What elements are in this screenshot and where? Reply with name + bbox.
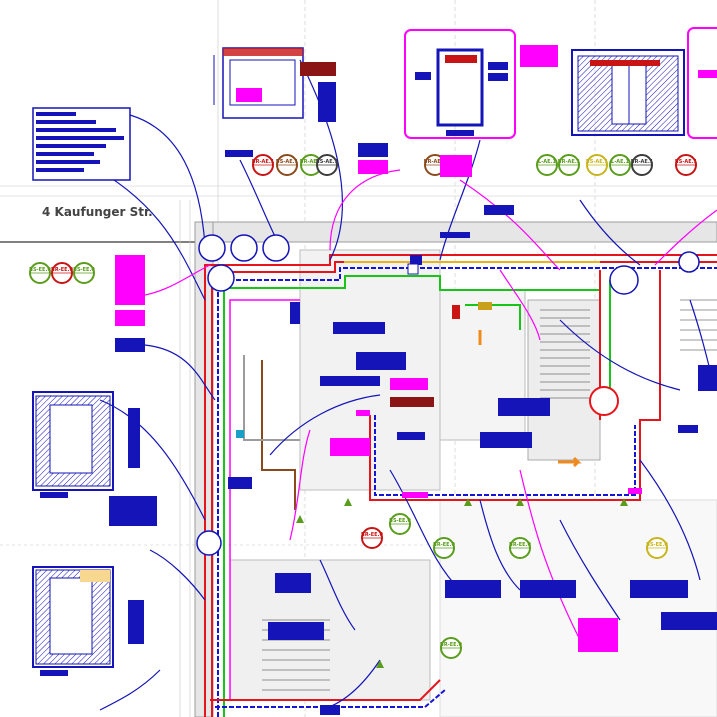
duct-circles <box>196 234 700 556</box>
circle-tag-code: L-AE.1 <box>611 159 629 165</box>
pipe-gray <box>243 355 300 441</box>
circle-tag: BS-EE.0 <box>73 262 95 284</box>
circle-tag: BS-AE.1 <box>586 154 609 176</box>
circle-tag-code: BS-EE.0 <box>73 267 95 273</box>
circle-tag: BR-EE.0 <box>361 527 383 549</box>
legend-block <box>32 107 131 181</box>
circle-tag-code: BR-EE.0 <box>440 642 462 648</box>
pipe-magenta <box>229 299 300 700</box>
circle-tag-code: BS-EE.0 <box>389 518 411 524</box>
circle-tag-code: BS-AE.1 <box>316 159 339 165</box>
circle-tag-code: BR-EE.0 <box>509 542 531 548</box>
circle-tag: BS-AE.1 <box>276 154 299 176</box>
circle-tag: BR-EE.0 <box>433 537 455 559</box>
pipe-blue-bottom <box>215 689 446 708</box>
circle-tag: BS-EE.0 <box>29 262 51 284</box>
fire-extinguisher-symbols <box>236 263 492 438</box>
circle-tag: BR-AE.1 <box>252 154 275 176</box>
circle-tag: BS-AE.1 <box>316 154 339 176</box>
circle-tag-code: BR-AE.1 <box>252 159 275 165</box>
leader-lines <box>79 59 711 711</box>
annotation-labels-blue <box>109 82 717 715</box>
annotation-label-brown <box>390 397 434 407</box>
circle-tag-code: BR-EE.0 <box>433 542 455 548</box>
circle-tag-code: L-AE.1 <box>538 159 556 165</box>
circle-tag-code: BR-AE.1 <box>300 159 323 165</box>
plant-symbols <box>296 498 628 668</box>
pipe-red-bottom <box>210 679 441 701</box>
circle-tag-code: BR-AE.1 <box>424 159 447 165</box>
orange-arrow-symbol <box>558 456 582 468</box>
detail-section-magenta-2 <box>687 27 717 139</box>
detail-section-door <box>571 49 685 136</box>
circle-tag-code: BR-EE.0 <box>361 532 383 538</box>
circle-tag-code: BS-EE.0 <box>29 267 51 273</box>
circle-tag-code: BR-AE.1 <box>631 159 654 165</box>
detail-section-left-1 <box>32 391 114 498</box>
detail-section-left-2 <box>32 566 114 676</box>
circle-tag: BS-AE.1 <box>675 154 698 176</box>
circle-tag: BR-AE.1 <box>631 154 654 176</box>
circle-tag-code: BS-AE.1 <box>586 159 609 165</box>
circle-tag: BS-EE.0 <box>389 513 411 535</box>
pipe-blue-room <box>374 415 636 496</box>
pipe-blue <box>217 267 717 717</box>
pipe-brown <box>261 360 296 510</box>
circle-tag: L-AE.1 <box>536 154 558 176</box>
circle-tag: BR-EE.0 <box>440 637 462 659</box>
detail-section-top-center <box>213 47 336 157</box>
pipe-red <box>204 254 717 717</box>
circle-tag: BS-EE.0 <box>646 537 668 559</box>
circle-tag-code: BS-AE.1 <box>675 159 698 165</box>
circle-tag: L-AE.1 <box>609 154 631 176</box>
circle-tag: BR-EE.0 <box>509 537 531 559</box>
circle-tag: BR-AE.1 <box>558 154 581 176</box>
circle-tag: BR-EE.0 <box>51 262 73 284</box>
circle-tag-code: BR-AE.1 <box>558 159 581 165</box>
circle-tag-code: BR-EE.0 <box>51 267 73 273</box>
circle-tag-code: BS-AE.1 <box>276 159 299 165</box>
annotation-labels-magenta <box>115 45 717 652</box>
street-label: 4 Kaufunger Str. <box>42 205 153 219</box>
circle-tag-code: BS-EE.0 <box>646 542 668 548</box>
